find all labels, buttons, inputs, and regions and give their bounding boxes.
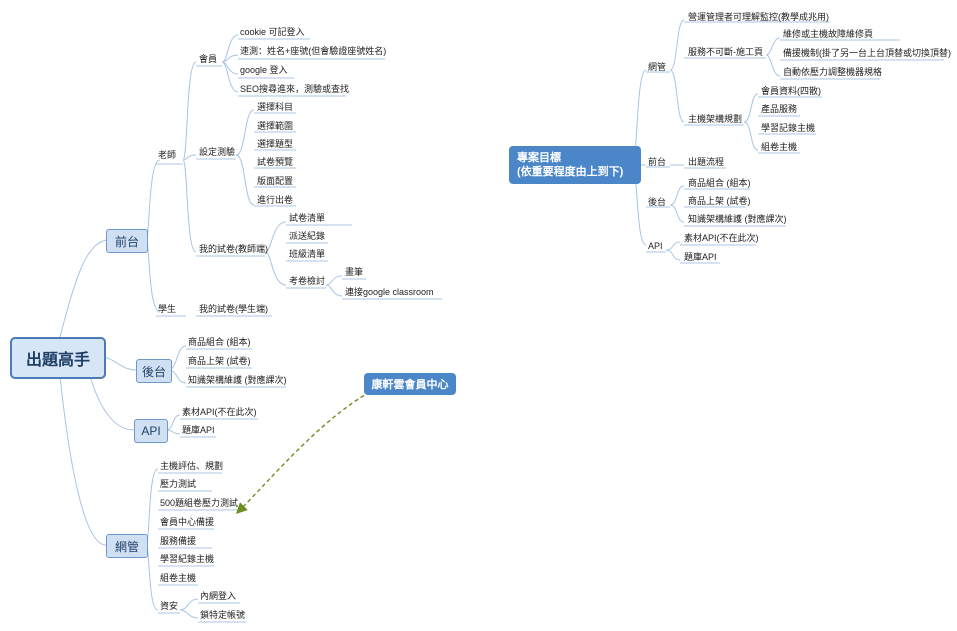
node-seo[interactable]: SEO搜尋進來，測驗或查找 [240, 84, 350, 94]
node-network-admin[interactable]: 網管 [106, 534, 148, 558]
node-500-test[interactable]: 500題組卷壓力測試 [160, 498, 239, 508]
node-select-scope[interactable]: 選擇範圍 [257, 121, 294, 131]
node-teacher[interactable]: 老師 [158, 150, 177, 160]
r-node-uninterrupted[interactable]: 服務不可斷-施工頁 [688, 47, 763, 57]
node-google-login[interactable]: google 登入 [240, 65, 288, 75]
r-node-failover[interactable]: 備援機制(掛了另一台上台頂替或切換頂替) [783, 48, 951, 58]
node-host-planning[interactable]: 主機評估、規劃 [160, 461, 224, 471]
node-generate[interactable]: 進行出卷 [257, 195, 294, 205]
node-set-quiz[interactable]: 設定測驗 [199, 147, 236, 157]
node-lock-account[interactable]: 鎖特定帳號 [200, 610, 246, 620]
project-goal-line2: (依重要程度由上到下) [517, 166, 624, 178]
node-quiz-host[interactable]: 組卷主機 [160, 573, 197, 583]
node-intranet-login[interactable]: 內網登入 [200, 591, 237, 601]
project-goal-node[interactable]: 專案目標 (依重要程度由上到下) [509, 146, 641, 184]
r-node-autoscale[interactable]: 自動依壓力調整機器規格 [783, 67, 883, 77]
node-knowledge[interactable]: 知識架構維護 (對應課次) [188, 375, 287, 385]
node-layout[interactable]: 版面配置 [257, 176, 294, 186]
node-api[interactable]: API [134, 419, 168, 443]
r-node-network[interactable]: 網管 [648, 62, 667, 72]
node-member[interactable]: 會員 [199, 54, 218, 64]
node-quick-test[interactable]: 速測：姓名+座號(但會驗證座號姓名) [240, 46, 387, 56]
node-student[interactable]: 學生 [158, 304, 177, 314]
node-backend[interactable]: 後台 [136, 359, 172, 383]
node-product-listing[interactable]: 商品上架 (試卷) [188, 356, 251, 366]
node-quiz-list[interactable]: 試卷清單 [289, 213, 326, 223]
node-bundle[interactable]: 商品組合 (組本) [188, 337, 251, 347]
node-member-backup[interactable]: 會員中心備援 [160, 517, 215, 527]
r-node-material-api[interactable]: 素材API(不在此次) [684, 233, 759, 243]
r-node-listing[interactable]: 商品上架 (試卷) [688, 196, 751, 206]
r-node-monitor[interactable]: 營運管理者可理解監控(教學成兆用) [688, 12, 829, 22]
node-select-type[interactable]: 選擇題型 [257, 139, 294, 149]
node-stress-test[interactable]: 壓力測試 [160, 479, 197, 489]
node-classroom[interactable]: 連接google classroom [345, 287, 434, 297]
r-node-quiz-flow[interactable]: 出題流程 [688, 157, 725, 167]
root-node[interactable]: 出題高手 [10, 337, 106, 379]
r-node-record-host[interactable]: 學習記錄主機 [761, 123, 816, 133]
r-node-product-service[interactable]: 產品服務 [761, 104, 798, 114]
node-question-api[interactable]: 題庫API [182, 425, 215, 435]
r-node-repair[interactable]: 維修或主機故障維修頁 [783, 29, 874, 39]
node-frontend[interactable]: 前台 [106, 229, 148, 253]
r-node-frontend[interactable]: 前台 [648, 157, 667, 167]
member-center-node[interactable]: 康軒雲會員中心 [364, 373, 456, 395]
node-cookie-login[interactable]: cookie 可記登入 [240, 27, 305, 37]
node-exam-review[interactable]: 考卷檢討 [289, 276, 326, 286]
node-select-subject[interactable]: 選擇科目 [257, 102, 294, 112]
r-node-backend[interactable]: 後台 [648, 197, 667, 207]
node-dispatch-record[interactable]: 派送紀錄 [289, 231, 326, 241]
node-class-list[interactable]: 班級清單 [289, 249, 326, 259]
r-node-host-arch[interactable]: 主機架構規劃 [688, 114, 743, 124]
node-record-host[interactable]: 學習紀錄主機 [160, 554, 215, 564]
node-my-quiz-teacher[interactable]: 我的試卷(教師端) [199, 244, 268, 254]
node-service-backup[interactable]: 服務備援 [160, 536, 197, 546]
node-preview[interactable]: 試卷預覽 [257, 157, 294, 167]
node-material-api[interactable]: 素材API(不在此次) [182, 407, 257, 417]
r-node-api[interactable]: API [648, 241, 663, 251]
r-node-question-api[interactable]: 題庫API [684, 252, 717, 262]
r-node-bundle[interactable]: 商品組合 (組本) [688, 178, 751, 188]
r-node-knowledge[interactable]: 知識架構維護 (對應課次) [688, 214, 787, 224]
node-my-quiz-student[interactable]: 我的試卷(學生端) [199, 304, 268, 314]
node-security[interactable]: 資安 [160, 601, 179, 611]
node-notes[interactable]: 畫筆 [345, 267, 364, 277]
r-node-quiz-host[interactable]: 組卷主機 [761, 142, 798, 152]
project-goal-line1: 專案目標 [517, 152, 561, 164]
r-node-member-data[interactable]: 會員資料(四散) [761, 86, 821, 96]
